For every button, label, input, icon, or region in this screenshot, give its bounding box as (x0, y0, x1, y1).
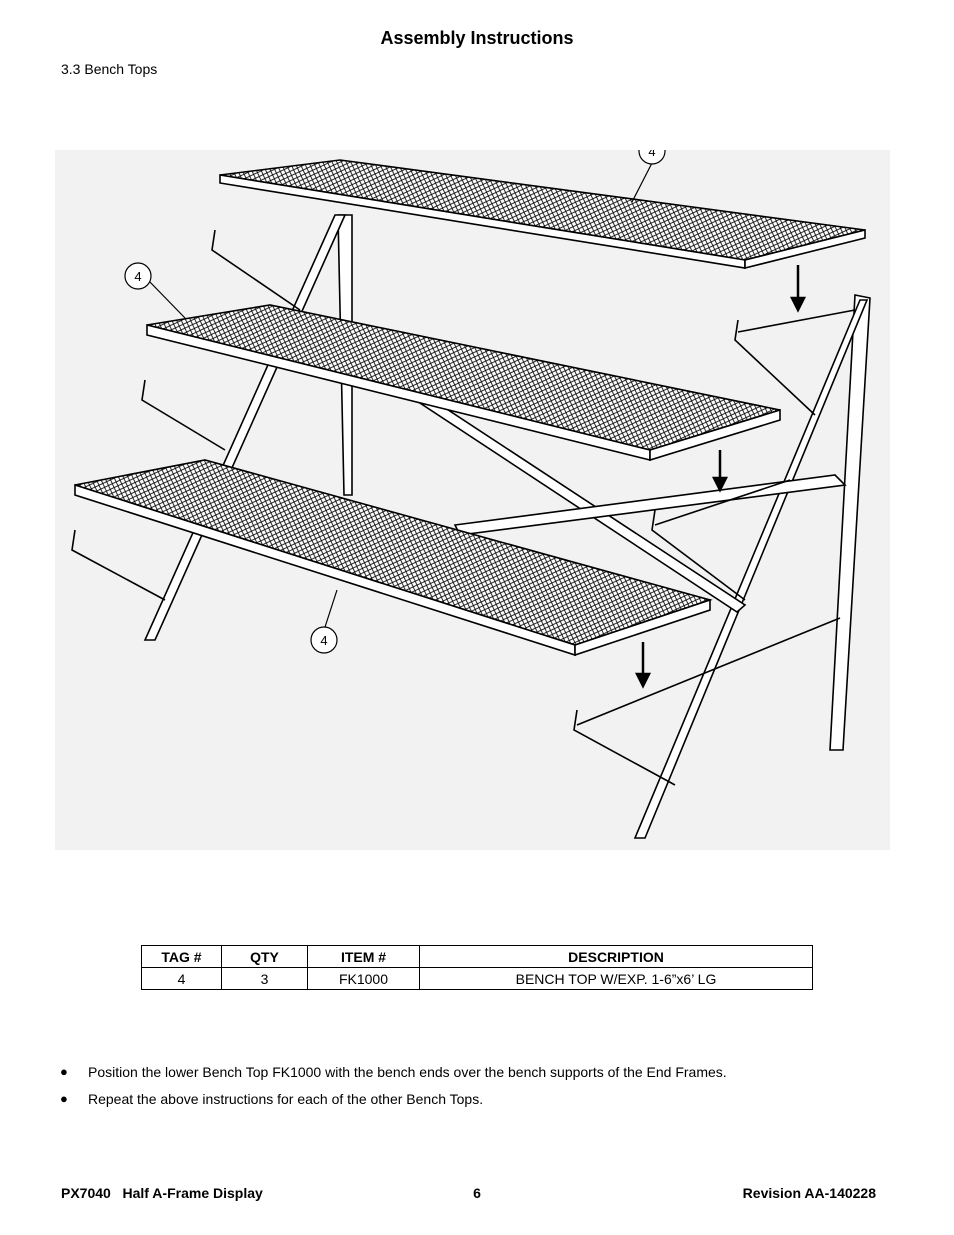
parts-cell-item: FK1000 (307, 967, 420, 990)
bench-top-upper (219, 159, 866, 270)
list-item: ● Repeat the above instructions for each… (60, 1091, 900, 1118)
footer-page-number: 6 (473, 1185, 481, 1201)
callout-leader-lower (324, 589, 338, 628)
parts-table: TAG # QTY ITEM # DESCRIPTION 4 3 FK1000 … (141, 945, 813, 990)
section-heading: 3.3 Bench Tops (61, 61, 158, 77)
parts-cell-qty: 3 (221, 967, 308, 990)
callout-circle-middle (124, 262, 152, 290)
callout-label-middle: 4 (134, 269, 141, 284)
callout-circle-lower (310, 626, 338, 654)
page-title: Assembly Instructions (380, 28, 574, 48)
list-item: ● Position the lower Bench Top FK1000 wi… (60, 1064, 900, 1091)
callout-label-lower: 4 (320, 633, 327, 648)
bench-top-lower (74, 459, 713, 657)
instruction-text: Position the lower Bench Top FK1000 with… (88, 1064, 727, 1080)
instruction-list: ● Position the lower Bench Top FK1000 wi… (60, 1064, 900, 1118)
footer-product: PX7040 Half A-Frame Display (61, 1185, 263, 1201)
parts-header-qty: QTY (221, 945, 308, 968)
parts-header-item: ITEM # (307, 945, 420, 968)
parts-header-tag: TAG # (141, 945, 222, 968)
callout-label-upper: 4 (648, 150, 655, 159)
parts-cell-tag: 4 (141, 967, 222, 990)
bullet-icon: ● (60, 1064, 68, 1079)
bullet-icon: ● (60, 1091, 68, 1106)
placement-arrows (634, 265, 807, 689)
callout-leader-middle (147, 279, 186, 319)
callout-circle-upper (638, 150, 666, 165)
bench-top-assembly-drawing: 4 4 4 (55, 150, 890, 850)
callout-leader-upper (631, 162, 653, 203)
parts-cell-description: BENCH TOP W/EXP. 1-6”x6’ LG (419, 967, 813, 990)
front-end-frame (383, 294, 871, 839)
bench-top-middle (146, 304, 781, 462)
instruction-text: Repeat the above instructions for each o… (88, 1091, 484, 1107)
parts-header-description: DESCRIPTION (419, 945, 813, 968)
footer-revision: Revision AA-140228 (742, 1185, 876, 1201)
table-row: 4 3 FK1000 BENCH TOP W/EXP. 1-6”x6’ LG (141, 967, 813, 990)
